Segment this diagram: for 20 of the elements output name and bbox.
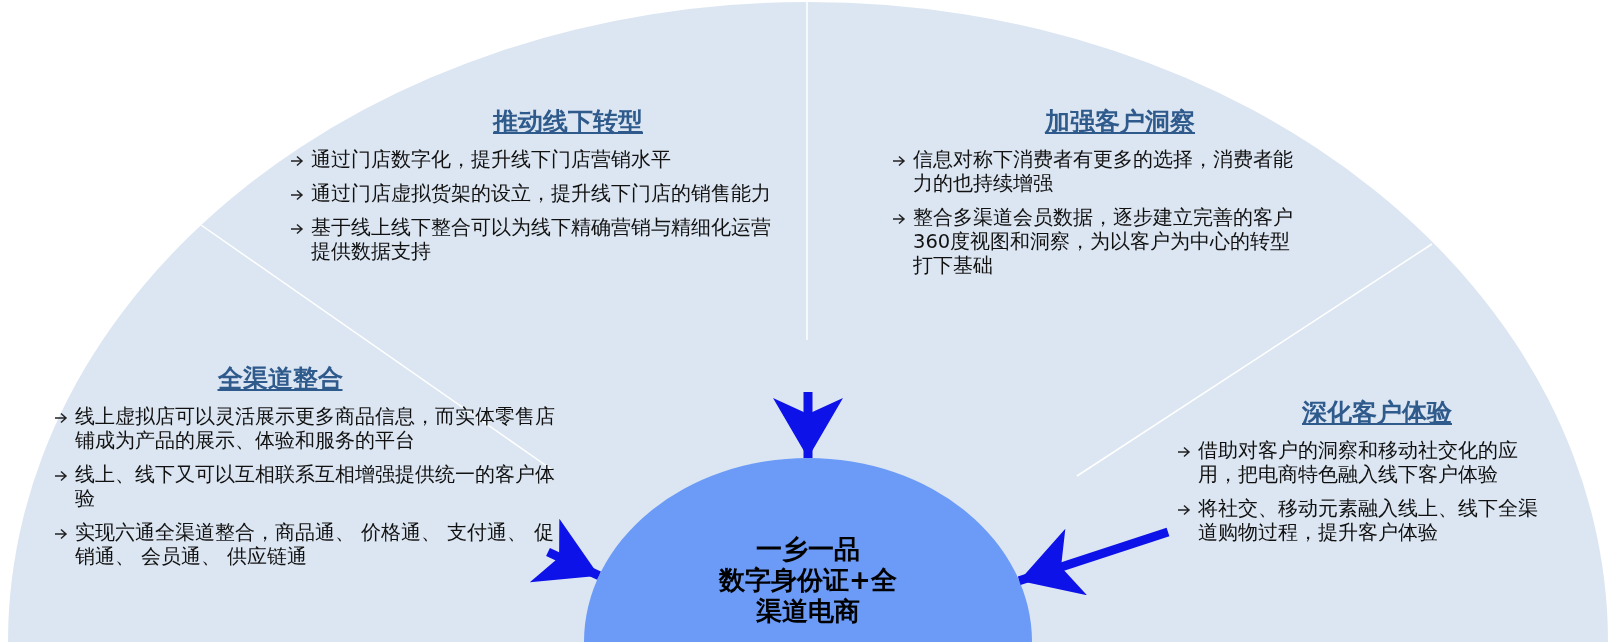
section-heading: 推动线下转型	[491, 106, 644, 138]
arrow	[529, 518, 601, 583]
bullet-text: 信息对称下消费者有更多的选择，消费者能力的也持续增强	[913, 148, 1294, 196]
hub-text: 一乡一品	[755, 534, 861, 565]
arrow	[1017, 527, 1170, 596]
bullet-text: 通过门店虚拟货架的设立，提升线下门店的销售能力	[311, 182, 772, 206]
section-heading: 加强客户洞察	[1043, 106, 1196, 138]
bullet-text: 整合多渠道会员数据，逐步建立完善的客户360度视图和洞察，为以客户为中心的转型打下基础	[913, 206, 1294, 278]
bullet-text: 将社交、移动元素融入线上、线下全渠道购物过程，提升客户体验	[1198, 497, 1539, 545]
bullet-text: 基于线上线下整合可以为线下精确营销与精细化运营提供数据支持	[311, 216, 772, 264]
bullet-text: 线上虚拟店可以灵活展示更多商品信息，而实体零售店铺成为产品的展示、体验和服务的平台	[75, 405, 556, 453]
bullet-text: 实现六通全渠道整合，商品通、 价格通、 支付通、 促销通、 会员通、 供应链通	[75, 521, 555, 569]
section-heading: 全渠道整合	[216, 363, 344, 395]
hub-semicircle	[584, 458, 1032, 642]
bullet-text: 通过门店数字化，提升线下门店营销水平	[311, 148, 672, 172]
bullet-text: 线上、线下又可以互相联系互相增强提供统一的客户体验	[75, 463, 556, 511]
section-heading: 深化客户体验	[1301, 397, 1453, 429]
arrow	[773, 392, 843, 458]
bullet-text: 借助对客户的洞察和移动社交化的应用，把电商特色融入线下客户体验	[1198, 439, 1519, 487]
hub-text: 数字身份证+全渠道电商	[717, 565, 898, 627]
